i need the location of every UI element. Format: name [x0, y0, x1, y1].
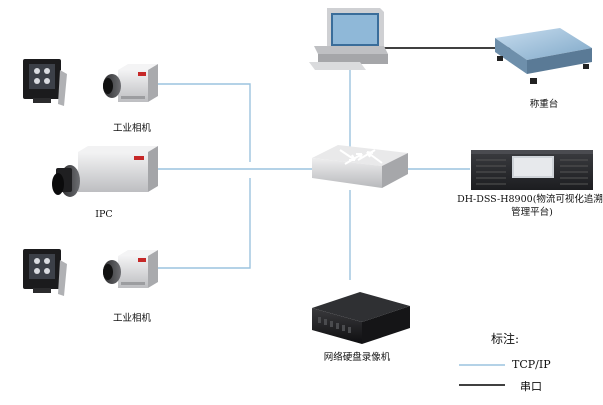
label-platform-line2: 管理平台) — [511, 207, 553, 218]
label-nvr: 网络硬盘录像机 — [323, 352, 391, 363]
weighing-scale-icon — [495, 28, 592, 84]
legend-title: 标注: — [491, 332, 520, 346]
label-platform-line1: DH-DSS-H8900(物流可视化追溯 — [457, 194, 603, 205]
label-industrial-camera-bottom: 工业相机 — [112, 313, 152, 324]
label-scale: 称重台 — [529, 99, 559, 110]
link-camera-bottom — [158, 178, 251, 269]
industrial-camera-bottom — [103, 250, 158, 288]
floodlight-bottom — [23, 249, 67, 296]
ipc-camera — [52, 146, 158, 197]
nvr-icon — [312, 292, 410, 344]
computer-icon — [309, 8, 388, 70]
link-camera-top — [158, 83, 251, 162]
tcp-connections — [158, 62, 470, 280]
label-industrial-camera-top: 工业相机 — [112, 123, 152, 134]
network-switch-icon — [312, 145, 408, 188]
legend-tcp-label: TCP/IP — [512, 358, 551, 371]
industrial-camera-top — [103, 64, 158, 102]
label-ipc: IPC — [95, 209, 113, 220]
legend-serial-label: 串口 — [520, 380, 542, 393]
platform-server-icon — [471, 150, 593, 190]
floodlight-top — [23, 59, 67, 106]
